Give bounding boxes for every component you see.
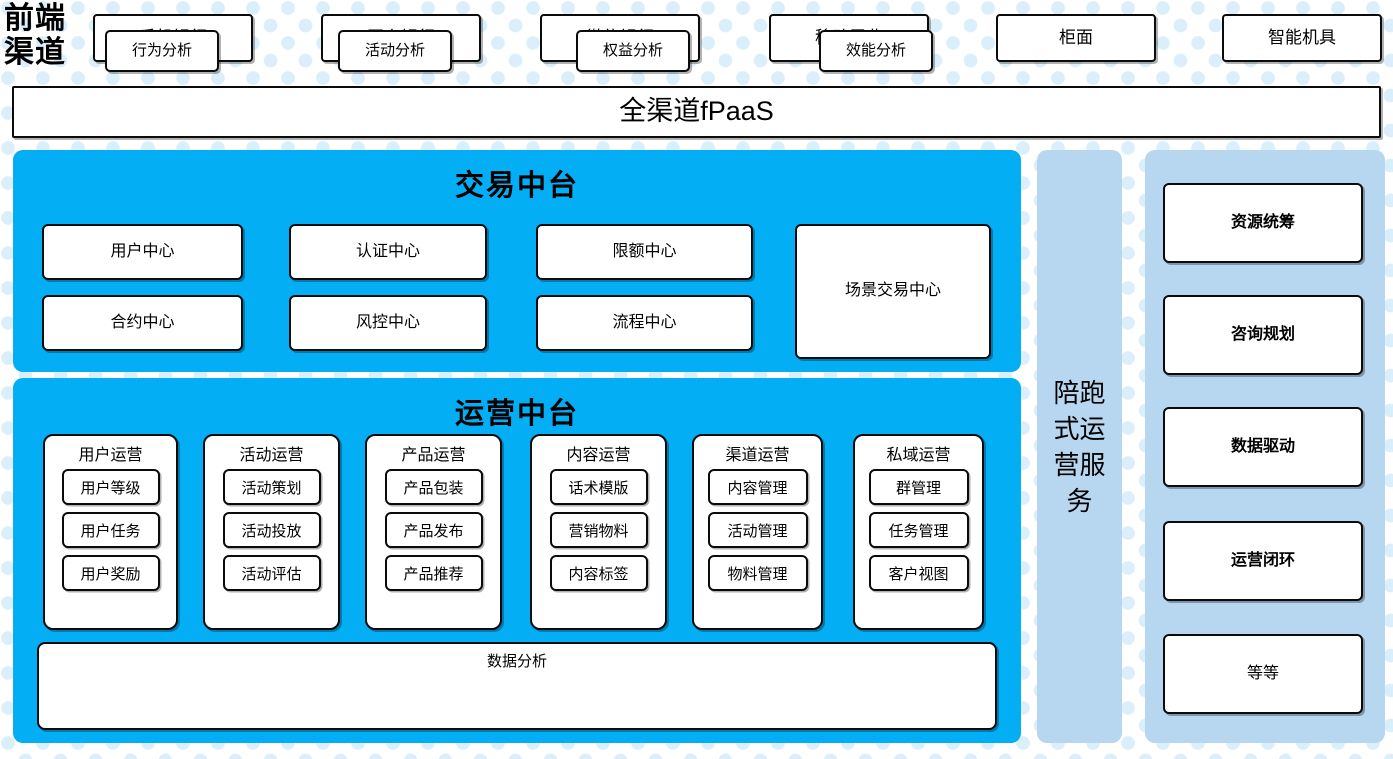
data-analysis-item-performance[interactable]: 效能分析 bbox=[819, 30, 933, 72]
trade-box-auth-center[interactable]: 认证中心 bbox=[289, 224, 487, 280]
ops-column-user-ops[interactable]: 用户运营 用户等级 用户任务 用户奖励 bbox=[43, 434, 178, 630]
service-item-data-driven[interactable]: 数据驱动 bbox=[1163, 407, 1363, 487]
ops-column-product-ops[interactable]: 产品运营 产品包装 产品发布 产品推荐 bbox=[365, 434, 502, 630]
accompany-service-line-1: 陪跑 bbox=[1053, 377, 1106, 408]
trade-box-risk-center[interactable]: 风控中心 bbox=[289, 295, 487, 351]
trade-box-limit-center[interactable]: 限额中心 bbox=[536, 224, 753, 280]
ops-item-campaign-evaluation[interactable]: 活动评估 bbox=[222, 555, 321, 591]
data-analysis-item-benefit[interactable]: 权益分析 bbox=[576, 30, 690, 72]
accompany-service-line-3: 营服 bbox=[1053, 449, 1106, 480]
ops-item-content-management[interactable]: 内容管理 bbox=[707, 469, 808, 505]
ops-item-customer-view[interactable]: 客户视图 bbox=[868, 555, 969, 591]
trade-box-user-center[interactable]: 用户中心 bbox=[42, 224, 243, 280]
data-analysis-strip[interactable]: 数据分析 bbox=[37, 642, 997, 730]
ops-item-campaign-delivery[interactable]: 活动投放 bbox=[222, 512, 321, 548]
ops-item-group-management[interactable]: 群管理 bbox=[868, 469, 969, 505]
ops-column-title: 内容运营 bbox=[566, 447, 631, 464]
accompany-service-line-4: 务 bbox=[1066, 485, 1093, 516]
service-item-consulting-planning[interactable]: 咨询规划 bbox=[1163, 295, 1363, 375]
ops-item-user-level[interactable]: 用户等级 bbox=[61, 469, 160, 505]
ops-item-product-release[interactable]: 产品发布 bbox=[384, 512, 483, 548]
channel-item-smart-device[interactable]: 智能机具 bbox=[1222, 14, 1382, 62]
channel-item-counter[interactable]: 柜面 bbox=[996, 14, 1156, 62]
trade-box-scene-transaction-center[interactable]: 场景交易中心 bbox=[795, 224, 991, 359]
ops-column-private-domain-ops[interactable]: 私域运营 群管理 任务管理 客户视图 bbox=[853, 434, 984, 630]
ops-item-campaign-planning[interactable]: 活动策划 bbox=[222, 469, 321, 505]
service-item-resource-coordination[interactable]: 资源统筹 bbox=[1163, 183, 1363, 263]
ops-item-product-recommendation[interactable]: 产品推荐 bbox=[384, 555, 483, 591]
service-item-ops-closed-loop[interactable]: 运营闭环 bbox=[1163, 521, 1363, 601]
omnichannel-fpaas-bar[interactable]: 全渠道fPaaS bbox=[12, 86, 1381, 138]
ops-item-user-task[interactable]: 用户任务 bbox=[61, 512, 160, 548]
ops-item-content-tag[interactable]: 内容标签 bbox=[549, 555, 648, 591]
ops-column-title: 产品运营 bbox=[401, 447, 466, 464]
trade-box-process-center[interactable]: 流程中心 bbox=[536, 295, 753, 351]
data-analysis-item-behavior[interactable]: 行为分析 bbox=[105, 30, 219, 72]
ops-column-campaign-ops[interactable]: 活动运营 活动策划 活动投放 活动评估 bbox=[203, 434, 340, 630]
ops-item-user-reward[interactable]: 用户奖励 bbox=[61, 555, 160, 591]
ops-column-channel-ops[interactable]: 渠道运营 内容管理 活动管理 物料管理 bbox=[692, 434, 823, 630]
trade-box-contract-center[interactable]: 合约中心 bbox=[42, 295, 243, 351]
data-analysis-title: 数据分析 bbox=[486, 653, 547, 670]
accompany-service-line-2: 式运 bbox=[1053, 413, 1106, 444]
ops-item-task-management[interactable]: 任务管理 bbox=[868, 512, 969, 548]
ops-item-material-management[interactable]: 物料管理 bbox=[707, 555, 808, 591]
front-channel-label: 前端 渠道 bbox=[4, 2, 84, 70]
front-channel-label-line1: 前端 bbox=[4, 2, 66, 35]
trade-center-title: 交易中台 bbox=[454, 170, 579, 202]
ops-column-title: 活动运营 bbox=[239, 447, 304, 464]
ops-item-script-template[interactable]: 话术模版 bbox=[549, 469, 648, 505]
front-channel-label-line2: 渠道 bbox=[4, 36, 66, 69]
ops-item-marketing-material[interactable]: 营销物料 bbox=[549, 512, 648, 548]
accompany-service-panel: 陪跑 式运 营服 务 bbox=[1037, 150, 1122, 743]
ops-column-title: 渠道运营 bbox=[725, 447, 790, 464]
ops-column-title: 私域运营 bbox=[886, 447, 951, 464]
service-item-etc[interactable]: 等等 bbox=[1163, 634, 1363, 714]
ops-column-title: 用户运营 bbox=[78, 447, 143, 464]
ops-item-product-packaging[interactable]: 产品包装 bbox=[384, 469, 483, 505]
data-analysis-item-campaign[interactable]: 活动分析 bbox=[338, 30, 452, 72]
ops-column-content-ops[interactable]: 内容运营 话术模版 营销物料 内容标签 bbox=[530, 434, 667, 630]
ops-item-campaign-management[interactable]: 活动管理 bbox=[707, 512, 808, 548]
accompany-service-label: 陪跑 式运 营服 务 bbox=[1037, 375, 1122, 519]
ops-center-title: 运营中台 bbox=[454, 398, 579, 430]
